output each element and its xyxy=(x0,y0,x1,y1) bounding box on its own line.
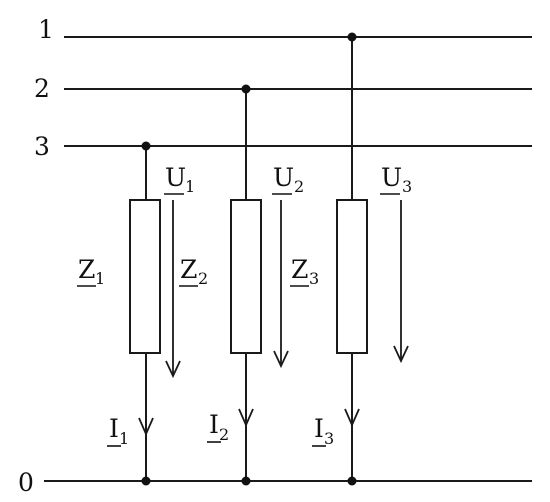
current-symbol-i3: I xyxy=(314,414,324,443)
voltage-symbol-u1: U xyxy=(165,163,186,192)
impedance-symbol-z2: Z xyxy=(180,255,197,284)
voltage-subscript-u1: 1 xyxy=(185,177,195,196)
junction-dot-phase-2-top xyxy=(241,84,251,94)
impedance-z3-resistor xyxy=(336,199,368,354)
phase-branch-1 xyxy=(129,141,181,486)
current-subscript-i3: 3 xyxy=(324,429,334,448)
junction-dot-phase-1-bottom xyxy=(141,476,151,486)
bus-label-3: 3 xyxy=(34,132,50,161)
current-arrow-i3 xyxy=(344,408,360,428)
impedance-label-z3: Z 3 xyxy=(290,255,319,288)
voltage-arrowhead-u3 xyxy=(393,345,409,364)
current-symbol-i1: I xyxy=(109,414,119,443)
voltage-label-u2: U 2 xyxy=(272,163,304,196)
voltage-arrowhead-u2 xyxy=(273,350,289,369)
phase-branch-2 xyxy=(230,84,289,486)
current-subscript-i2: 2 xyxy=(219,425,229,444)
junction-dot-phase-2-bottom xyxy=(241,476,251,486)
phase-branch-3 xyxy=(336,32,409,486)
current-arrow-i1 xyxy=(138,417,154,437)
voltage-subscript-u3: 3 xyxy=(402,177,412,196)
impedance-symbol-z1: Z xyxy=(78,255,95,284)
current-subscript-i1: 1 xyxy=(119,429,129,448)
bus-label-1: 1 xyxy=(38,15,54,44)
voltage-arrowhead-u1 xyxy=(165,360,181,379)
impedance-label-z2: Z 2 xyxy=(179,255,208,288)
bus-label-0: 0 xyxy=(18,468,34,497)
current-label-i1: I 1 xyxy=(107,414,129,448)
impedance-label-z1: Z 1 xyxy=(77,255,105,288)
voltage-symbol-u3: U xyxy=(381,163,402,192)
junction-dot-phase-1-top xyxy=(141,141,151,151)
impedance-subscript-z3: 3 xyxy=(309,269,319,288)
impedance-subscript-z2: 2 xyxy=(198,269,208,288)
voltage-symbol-u2: U xyxy=(273,163,294,192)
bus-label-2: 2 xyxy=(34,74,50,103)
current-label-i3: I 3 xyxy=(312,414,334,448)
current-label-i2: I 2 xyxy=(207,410,229,444)
impedance-subscript-z1: 1 xyxy=(95,269,105,288)
impedance-z1-resistor xyxy=(129,199,161,354)
impedance-z2-resistor xyxy=(230,199,262,354)
voltage-label-u1: U 1 xyxy=(164,163,195,196)
impedance-symbol-z3: Z xyxy=(291,255,308,284)
junction-dot-phase-3-bottom xyxy=(347,476,357,486)
voltage-subscript-u2: 2 xyxy=(294,177,304,196)
junction-dot-phase-3-top xyxy=(347,32,357,42)
current-arrow-i2 xyxy=(238,408,254,428)
voltage-label-u3: U 3 xyxy=(380,163,412,196)
current-symbol-i2: I xyxy=(209,410,219,439)
